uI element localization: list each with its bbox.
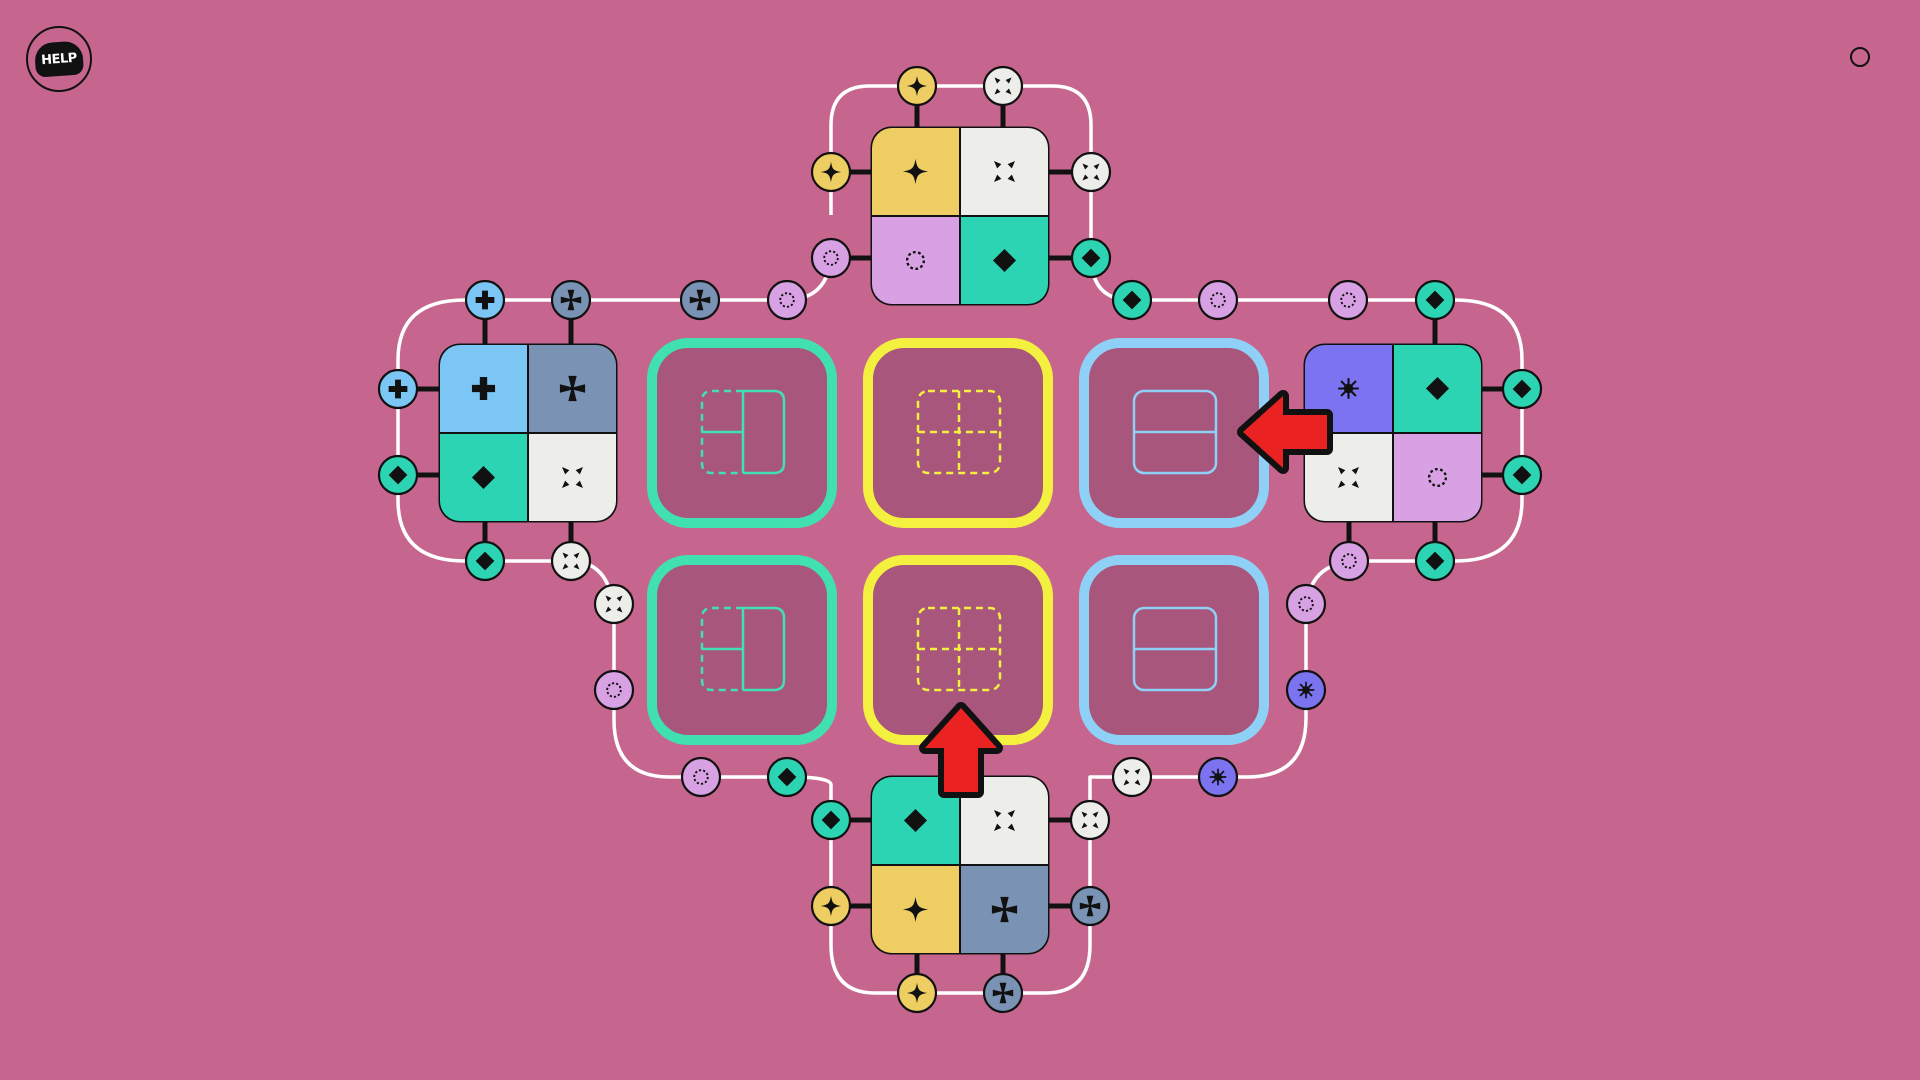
arrow-left-icon[interactable] [1237, 390, 1333, 474]
token-disc [810, 237, 852, 279]
track-token-sparkle[interactable] [896, 65, 938, 107]
track-token-ring[interactable] [810, 237, 852, 279]
piece-cells [440, 345, 616, 521]
help-book-icon: HELP [33, 40, 85, 78]
track-token-diamond[interactable] [464, 540, 506, 582]
track-token-arrows[interactable] [550, 540, 592, 582]
token-disc [680, 756, 722, 798]
track-token-burst[interactable] [1285, 669, 1327, 711]
slot-pattern-quad-dashed [916, 389, 1002, 475]
slot-top-left[interactable] [647, 338, 837, 528]
slot-top-right[interactable] [1079, 338, 1269, 528]
piece-cells [872, 128, 1048, 304]
track-token-ring[interactable] [1285, 583, 1327, 625]
arrow-layer [919, 390, 1333, 798]
token-layer [377, 65, 1543, 1014]
track-token-cross[interactable] [1069, 885, 1111, 927]
track-token-cross[interactable] [550, 279, 592, 321]
burst-icon [1297, 681, 1315, 699]
arrow-up-icon[interactable] [919, 702, 1003, 798]
piece-cell [529, 434, 616, 521]
track-token-ring[interactable] [766, 279, 808, 321]
track-token-ring[interactable] [1327, 279, 1369, 321]
token-disc [1328, 540, 1370, 582]
track-token-ring[interactable] [593, 669, 635, 711]
burst-icon [1209, 768, 1227, 786]
track-token-diamond[interactable] [1501, 368, 1543, 410]
help-button[interactable]: HELP [26, 26, 92, 92]
track-token-ring[interactable] [1197, 279, 1239, 321]
slot-pattern-half [1132, 389, 1218, 475]
slot-pattern-half [1132, 606, 1218, 692]
track-token-diamond[interactable] [1501, 454, 1543, 496]
track-token-cross[interactable] [679, 279, 721, 321]
token-disc [1069, 799, 1111, 841]
token-disc [1285, 583, 1327, 625]
track-token-sparkle[interactable] [810, 885, 852, 927]
track-token-ring[interactable] [1328, 540, 1370, 582]
piece-left[interactable] [438, 343, 618, 523]
token-disc [593, 669, 635, 711]
track-token-sparkle[interactable] [896, 972, 938, 1014]
slot-layer [647, 338, 1269, 745]
track-token-arrows[interactable] [1111, 756, 1153, 798]
track-token-diamond[interactable] [377, 454, 419, 496]
track-token-sparkle[interactable] [810, 151, 852, 193]
token-disc [593, 583, 635, 625]
track-token-diamond[interactable] [766, 756, 808, 798]
token-disc [766, 279, 808, 321]
token-disc [1111, 756, 1153, 798]
piece-cell [1394, 434, 1481, 521]
slot-pattern-quad-dashed [916, 606, 1002, 692]
piece-right[interactable] [1303, 343, 1483, 523]
track-token-diamond[interactable] [810, 799, 852, 841]
track-token-cross[interactable] [982, 972, 1024, 1014]
track-token-burst[interactable] [1197, 756, 1239, 798]
track-token-arrows[interactable] [982, 65, 1024, 107]
token-disc [982, 65, 1024, 107]
piece-bottom[interactable] [870, 775, 1050, 955]
track-token-arrows[interactable] [1069, 799, 1111, 841]
token-disc [1327, 279, 1369, 321]
track-token-ring[interactable] [680, 756, 722, 798]
track-token-diamond[interactable] [1070, 237, 1112, 279]
menu-circle-button[interactable] [1850, 47, 1870, 67]
track-token-diamond[interactable] [1414, 279, 1456, 321]
piece-layer [438, 126, 1483, 955]
token-disc [1197, 279, 1239, 321]
help-label: HELP [40, 50, 78, 68]
track-token-diamond[interactable] [1414, 540, 1456, 582]
token-disc [1070, 151, 1112, 193]
track-token-diamond[interactable] [1111, 279, 1153, 321]
track-token-plus[interactable] [464, 279, 506, 321]
piece-cell [872, 217, 959, 304]
burst-icon [1338, 377, 1359, 400]
token-disc [550, 540, 592, 582]
slot-pattern-t-split [700, 606, 786, 692]
track-token-arrows[interactable] [1070, 151, 1112, 193]
slot-pattern-t-split [700, 389, 786, 475]
track-token-plus[interactable] [377, 368, 419, 410]
slot-bottom-right[interactable] [1079, 555, 1269, 745]
track-token-arrows[interactable] [593, 583, 635, 625]
slot-bottom-left[interactable] [647, 555, 837, 745]
piece-top[interactable] [870, 126, 1050, 306]
piece-cell [961, 128, 1048, 215]
slot-top-middle[interactable] [863, 338, 1053, 528]
